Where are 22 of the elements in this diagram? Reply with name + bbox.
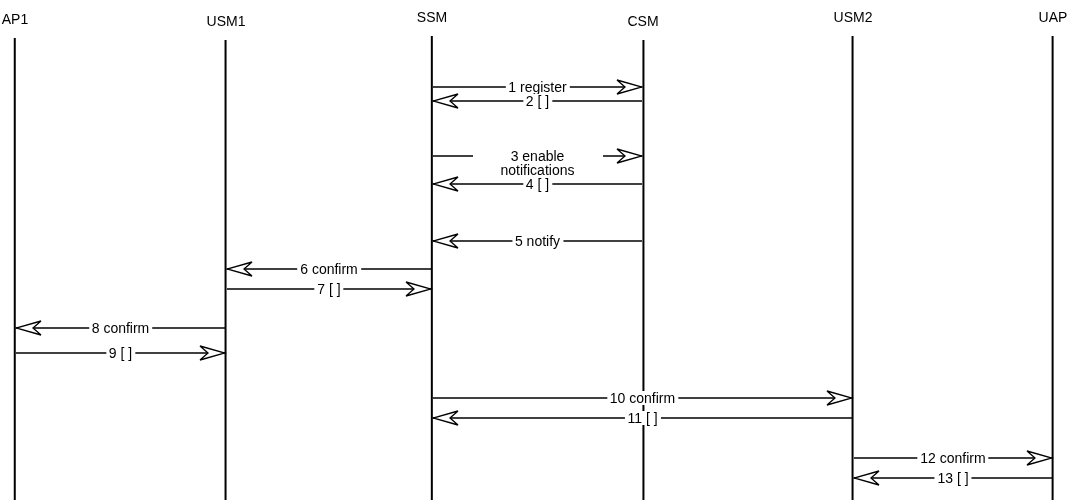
edge-label: 13 [ ]: [934, 471, 972, 485]
edge-label: 5 notify: [511, 234, 564, 248]
edge-label: 8 confirm: [88, 321, 153, 335]
arrow: [15, 345, 226, 361]
edge-label: 6 confirm: [297, 262, 361, 276]
arrow: [432, 410, 853, 426]
edge-label: 3 enable notifications: [472, 149, 603, 177]
edge-label: 1 register: [505, 80, 570, 94]
lifeline-header: CSM: [627, 14, 659, 28]
lifeline-header: USM2: [833, 10, 873, 24]
edge-label: 11 [ ]: [624, 411, 661, 425]
arrow: [432, 390, 853, 406]
edge-label: 10 confirm: [606, 391, 679, 405]
lifeline-header: USM1: [206, 14, 246, 28]
edge-label: 12 confirm: [917, 451, 989, 465]
edge-label: 9 [ ]: [105, 346, 136, 360]
lifeline-header: AP1: [1, 12, 29, 26]
lifeline-header: SSM: [416, 10, 448, 24]
edge-label: 7 [ ]: [314, 282, 344, 296]
arrow: [432, 176, 643, 192]
edge-label: 4 [ ]: [522, 177, 553, 191]
lifeline-header: UAP: [1038, 10, 1068, 24]
